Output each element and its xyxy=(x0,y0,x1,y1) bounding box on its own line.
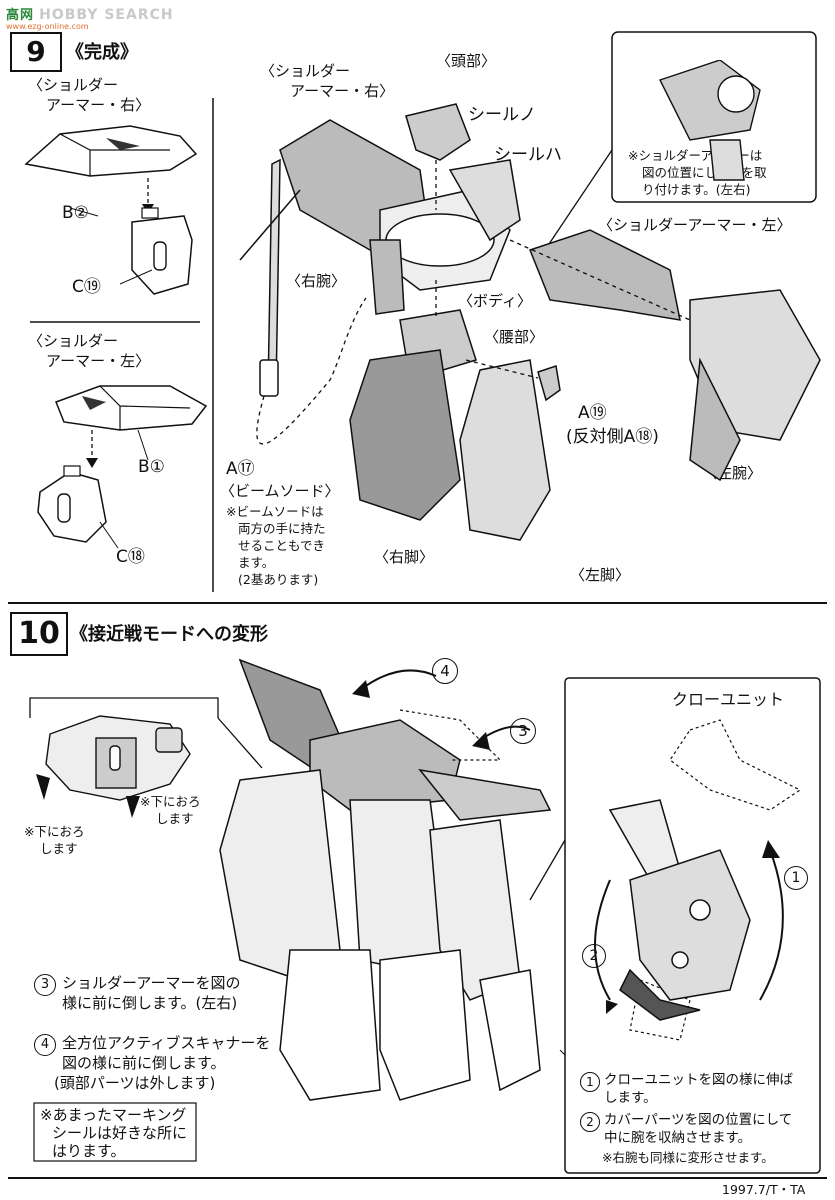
label-b1: B① xyxy=(138,457,165,477)
circle-3: 3 xyxy=(510,718,536,744)
instruction-4-line3: (頭部パーツは外します) xyxy=(54,1074,216,1092)
circle-2: 2 xyxy=(582,944,606,968)
label-shoulder-right-main-1: 〈ショルダー xyxy=(260,62,351,80)
beam-note-1: ※ビームソードは xyxy=(226,504,324,519)
instruction-4-line1: 全方位アクティブスキャナーを xyxy=(62,1034,271,1052)
label-left-leg: 〈左脚〉 xyxy=(570,566,631,584)
instruction-3-num: 3 xyxy=(34,974,56,996)
watermark-logo: 高网 xyxy=(6,8,35,23)
label-b2: B② xyxy=(62,203,89,223)
label-shoulder-right-main-2: アーマー・右〉 xyxy=(290,82,395,100)
label-shoulder-left-l1: 〈ショルダー xyxy=(28,332,119,350)
label-seal-no: シールノ xyxy=(468,105,536,125)
lower-note-2a: ※下におろ xyxy=(140,794,201,809)
footer-date: 1997.7/T・TA xyxy=(722,1182,806,1197)
label-shoulder-left-main: 〈ショルダーアーマー・左〉 xyxy=(598,216,792,234)
label-shoulder-right-l1: 〈ショルダー xyxy=(28,76,119,94)
lower-note-1b: します xyxy=(40,841,78,856)
step9-title: 《完成》 xyxy=(66,42,138,63)
scanner-detail-illustration xyxy=(36,715,191,818)
label-beam-sword: 〈ビームソード〉 xyxy=(220,482,340,500)
label-seal-ha: シールハ xyxy=(494,145,562,165)
label-waist: 〈腰部〉 xyxy=(484,328,545,346)
lower-note-2b: します xyxy=(156,811,194,826)
circle-4: 4 xyxy=(432,658,458,684)
claw-step-1-line1: クローユニットを図の様に伸ば xyxy=(604,1072,793,1088)
step9-number: 9 xyxy=(10,32,62,72)
label-shoulder-right-l2: アーマー・右〉 xyxy=(46,96,151,114)
close-combat-mode-robot-illustration xyxy=(219,658,552,1101)
claw-step-2-line1: カバーパーツを図の位置にして xyxy=(604,1112,793,1128)
claw-step-1-num: 1 xyxy=(580,1072,600,1092)
label-a17: A⑰ xyxy=(226,459,255,479)
instruction-3-line1: ショルダーアーマーを図の xyxy=(62,974,241,992)
beam-note-5: (2基あります) xyxy=(238,572,319,587)
watermark-site: HOBBY SEARCH xyxy=(39,7,174,23)
label-c19: C⑲ xyxy=(72,277,101,297)
claw-step-1-line2: します。 xyxy=(604,1090,657,1106)
instruction-4-line2: 図の様に前に倒します。 xyxy=(62,1054,226,1072)
claw-step-2-num: 2 xyxy=(580,1112,600,1132)
robot-assembly-illustration xyxy=(239,60,821,541)
shoulder-armor-left-parts xyxy=(37,385,208,549)
marking-note-2: シールは好きな所に xyxy=(52,1124,188,1142)
watermark: 高网 HOBBY SEARCH xyxy=(6,4,174,23)
label-right-leg: 〈右脚〉 xyxy=(374,548,435,566)
step10-number: 10 xyxy=(10,612,68,656)
label-a23: A⑲ xyxy=(578,403,607,423)
label-head: 〈頭部〉 xyxy=(436,52,497,70)
claw-unit-illustration xyxy=(594,719,802,1041)
shoulder-armor-right-parts xyxy=(24,125,198,295)
label-body: 〈ボディ〉 xyxy=(458,292,532,310)
beam-note-4: ます。 xyxy=(238,555,275,570)
claw-unit-label: クローユニット xyxy=(672,690,785,709)
claw-step-2-line2: 中に腕を収納させます。 xyxy=(604,1130,752,1146)
lower-note-1a: ※下におろ xyxy=(24,824,85,839)
claw-steps: 1 クローユニットを図の様に伸ば します。 2 カバーパーツを図の位置にして 中… xyxy=(580,1070,816,1170)
label-a22: (反対側A⑱) xyxy=(566,427,659,447)
circle-1: 1 xyxy=(784,866,808,890)
marking-note-1: ※あまったマーキング xyxy=(40,1106,187,1124)
instruction-3-line2: 様に前に倒します。(左右) xyxy=(62,994,238,1012)
step10-title: 《接近戦モードへの変形 xyxy=(70,624,268,645)
label-c18: C⑱ xyxy=(116,547,145,567)
marking-note-3: はります。 xyxy=(52,1142,126,1160)
label-right-arm: 〈右腕〉 xyxy=(286,272,347,290)
instruction-4-num: 4 xyxy=(34,1034,56,1056)
watermark-sub: www.ezg-online.com xyxy=(6,22,89,31)
beam-note-3: せることもでき xyxy=(238,538,326,553)
beam-note-2: 両方の手に持た xyxy=(238,521,326,536)
right-arm-note: ※右腕も同様に変形させます。 xyxy=(602,1150,774,1165)
callout-note-3: り付けます。(左右) xyxy=(642,182,751,197)
label-shoulder-left-l2: アーマー・左〉 xyxy=(46,352,151,370)
